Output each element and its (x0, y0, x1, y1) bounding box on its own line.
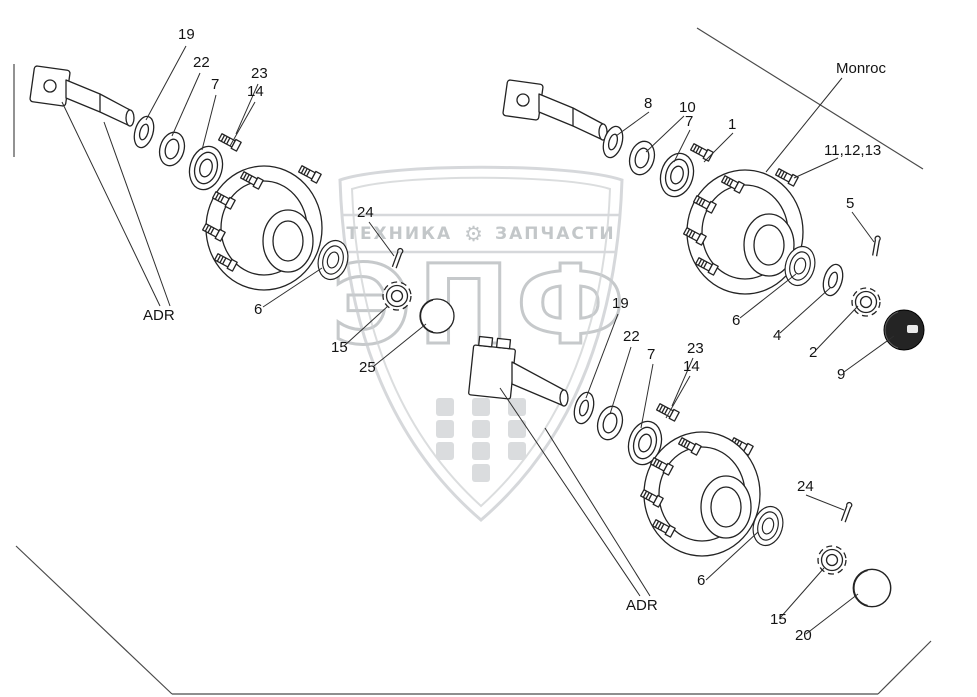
callout-9: 9 (837, 366, 846, 383)
hub-cap (419, 298, 455, 334)
callout-22c: 22 (623, 328, 640, 345)
callout-monroc: Monroc (836, 60, 887, 77)
callout-25: 25 (359, 359, 376, 376)
seal-ring (625, 137, 659, 179)
callout-5: 5 (846, 195, 855, 212)
callout-adr-2: ADR (626, 597, 658, 614)
callout-4: 4 (773, 327, 782, 344)
callout-10: 10 (679, 99, 696, 116)
callout-7c: 7 (647, 346, 656, 363)
axle-bracket (468, 335, 569, 407)
wheel-stud (655, 401, 680, 422)
castle-nut (382, 281, 412, 311)
watermark-shield (338, 165, 624, 522)
wheel-stud (689, 141, 714, 162)
callout-6b: 6 (732, 312, 741, 329)
callout-23c: 23 (687, 340, 704, 357)
sheet-border (13, 27, 932, 695)
axle-spindle (29, 65, 135, 127)
leader-lines (61, 45, 895, 635)
cotter-pin (871, 235, 882, 257)
callout-19: 19 (178, 26, 195, 43)
watermark-band: ТЕХНИКА ⚙ ЗАПЧАСТИ (341, 222, 621, 246)
tab-washer (819, 261, 847, 299)
callout-1: 1 (728, 116, 737, 133)
axle-spindle (502, 79, 608, 141)
hub-assembly-3 (468, 335, 892, 608)
callout-19c: 19 (612, 295, 629, 312)
callout-2: 2 (809, 344, 818, 361)
callout-7b: 7 (685, 113, 694, 130)
hub-assembly-1 (29, 65, 455, 334)
castle-nut (851, 287, 881, 317)
callout-6: 6 (254, 301, 263, 318)
callout-24: 24 (357, 204, 374, 221)
wheat-decoration (436, 398, 526, 482)
cotter-pin (840, 501, 854, 524)
seal-washer (130, 113, 158, 151)
watermark-band-right: ЗАПЧАСТИ (495, 224, 616, 244)
callout-15c: 15 (770, 611, 787, 628)
callout-23: 23 (251, 65, 268, 82)
callout-15: 15 (331, 339, 348, 356)
callout-adr-1: ADR (143, 307, 175, 324)
callout-8: 8 (644, 95, 653, 112)
wheel-hub (683, 170, 803, 294)
callout-24c: 24 (797, 478, 814, 495)
watermark-band-left: ТЕХНИКА (346, 224, 453, 244)
callout-6c: 6 (697, 572, 706, 589)
callout-7: 7 (211, 76, 220, 93)
callout-14c: 14 (683, 358, 700, 375)
hub-cap-dark (883, 309, 925, 351)
callout-14: 14 (247, 83, 264, 100)
wheel-stud (217, 131, 242, 152)
seal-ring (593, 402, 627, 444)
callout-11-12-13: 11,12,13 (824, 142, 882, 159)
callout-22: 22 (193, 54, 210, 71)
callout-20: 20 (795, 627, 812, 644)
hub-cap (852, 568, 892, 608)
gear-icon: ⚙ (464, 222, 483, 246)
wheel-hub (202, 166, 322, 290)
